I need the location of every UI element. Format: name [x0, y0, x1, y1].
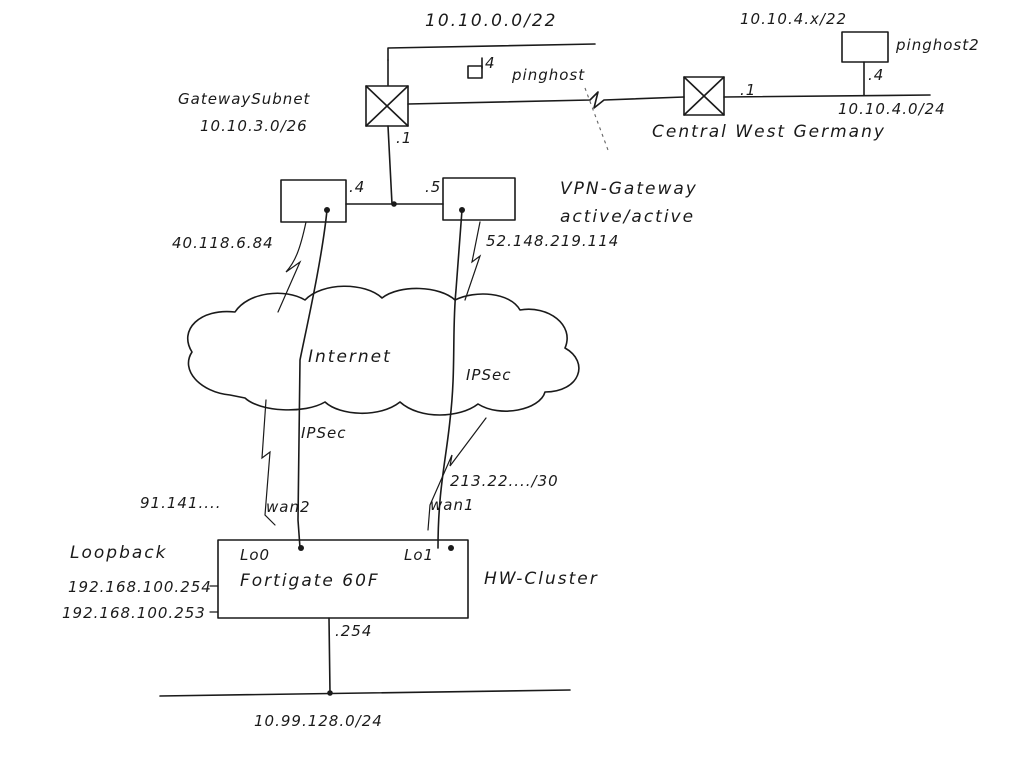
wan-link-routers: [407, 91, 685, 109]
wan1-ip: 213.22..../30: [450, 472, 559, 490]
lo0-label: Lo0: [240, 546, 270, 564]
internet-cloud: [186, 285, 580, 416]
loopback-title: Loopback: [70, 543, 167, 563]
wan1-zigzag-top: [464, 221, 482, 301]
loopback-ip1: 192.168.100.254: [68, 578, 212, 596]
wan2-ip: 91.141....: [140, 494, 222, 512]
ipsec-right-label: IPSec: [466, 366, 511, 384]
lo1-label: Lo1: [404, 546, 434, 564]
loopback-leaders: [209, 585, 219, 613]
gateway-subnet-cidr: 10.10.3.0/26: [200, 117, 308, 135]
vpn-gw2-suffix: .5: [425, 178, 441, 196]
lo0-port: [298, 545, 304, 551]
wan2-label: wan2: [266, 498, 311, 516]
right-router-suffix: .1: [740, 81, 756, 99]
pinghost-label: pinghost: [511, 66, 585, 84]
fortigate-label: Fortigate 60F: [240, 571, 380, 591]
bottom-lan-line: [159, 689, 571, 697]
left-router: [365, 85, 409, 127]
wan1-label: wan1: [430, 496, 475, 514]
fortigate-box: [217, 539, 469, 619]
right-lan-line: [723, 94, 931, 98]
loopback-ip2: 192.168.100.253: [62, 604, 206, 622]
ipsec-tunnel-right: [437, 209, 463, 549]
bottom-lan-label: 10.99.128.0/24: [254, 712, 383, 730]
wan1-zigzag-bottom: [427, 417, 487, 531]
wan2-zigzag-bottom: [261, 399, 276, 526]
internet-label: Internet: [308, 347, 392, 367]
vpn-gw2-ip: 52.148.219.114: [486, 232, 619, 250]
left-router-icon: [365, 85, 409, 127]
vpn-gateway-title: VPN-Gateway: [560, 179, 698, 199]
right-router-icon: [683, 76, 725, 116]
vpn-gateway-2-box: [442, 177, 516, 221]
vpn-gateway-mode: active/active: [560, 207, 695, 227]
pinghost-suffix: 4: [485, 54, 496, 72]
fortigate-lan-suffix: .254: [335, 622, 372, 640]
vpn-gw1-suffix: .4: [349, 178, 365, 196]
pinghost-icon: [467, 65, 483, 79]
ipsec-left-label: IPSec: [301, 424, 346, 442]
lo1-port: [448, 545, 454, 551]
subnet-top-line: [387, 43, 596, 61]
wan2-zigzag-top: [277, 221, 307, 313]
ha-cluster-label: HW-Cluster: [484, 569, 599, 589]
fortigate-lan-drop: [328, 617, 331, 694]
gateway-subnet-drop: [387, 125, 393, 205]
pinghost2-label: pinghost2: [895, 36, 980, 54]
pinghost2-icon: [841, 31, 889, 63]
vpn-gateway-1-box: [280, 179, 347, 223]
region-label: Central West Germany: [652, 122, 886, 142]
subnet-right-label: 10.10.4.x/22: [740, 10, 847, 28]
left-router-suffix: .1: [396, 129, 412, 147]
subnet-top-label: 10.10.0.0/22: [425, 11, 557, 31]
right-lan-label: 10.10.4.0/24: [838, 100, 946, 118]
ipsec-tunnel-left: [297, 209, 328, 549]
vpn-gw1-ip: 40.118.6.84: [172, 234, 274, 252]
gateway-subnet-name: GatewaySubnet: [178, 90, 311, 108]
right-router: [683, 76, 725, 116]
pinghost2-suffix: .4: [868, 66, 884, 84]
